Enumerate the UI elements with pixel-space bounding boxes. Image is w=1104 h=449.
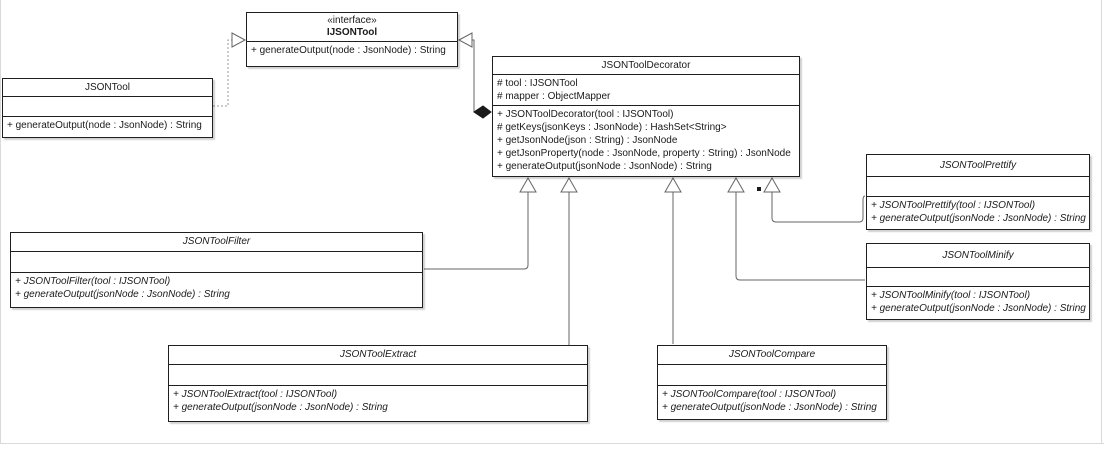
hollow-triangle-icon — [231, 32, 247, 48]
method: + getJsonNode(json : String) : JsonNode — [497, 135, 678, 146]
edge-generalization-filter-decorator[interactable] — [424, 176, 537, 270]
class-name: JSONToolMinify — [942, 249, 1014, 261]
method: + generateOutput(node : JsonNode) : Stri… — [251, 45, 446, 56]
methods-compartment: + JSONToolExtract(tool : IJSONTool) + ge… — [169, 386, 587, 421]
method: + JSONToolMinify(tool : IJSONTool) — [871, 290, 1031, 301]
class-box-decorator[interactable]: JSONToolDecorator # tool : IJSONTool # m… — [492, 56, 800, 177]
attributes-compartment — [3, 97, 212, 117]
methods-compartment: + generateOutput(node : JsonNode) : Stri… — [3, 117, 212, 137]
methods-compartment: + generateOutput(node : JsonNode) : Stri… — [247, 42, 457, 66]
edge-realization-jsontool-ijsontool[interactable] — [213, 32, 247, 107]
method: + generateOutput(node : JsonNode) : Stri… — [7, 120, 202, 131]
class-name: IJSONTool — [326, 27, 378, 38]
edge-composition-decorator-ijsontool[interactable] — [457, 32, 492, 119]
class-name: JSONTool — [84, 81, 130, 93]
attribute: # mapper : ObjectMapper — [497, 91, 611, 102]
edge-generalization-prettify-decorator[interactable] — [757, 176, 866, 223]
hollow-triangle-icon — [727, 176, 745, 193]
class-title: JSONToolMinify — [867, 244, 1089, 268]
method: + JSONToolExtract(tool : IJSONTool) — [173, 389, 338, 400]
method: # getKeys(jsonKeys : JsonNode) : HashSet… — [497, 122, 727, 133]
class-name: JSONToolCompare — [728, 349, 816, 360]
class-title: JSONToolDecorator — [493, 57, 799, 75]
method: + generateOutput(jsonNode : JsonNode) : … — [497, 161, 712, 172]
hollow-triangle-icon — [763, 176, 781, 193]
attributes-compartment — [169, 365, 587, 386]
class-title: JSONToolFilter — [11, 233, 422, 252]
edge-generalization-minify-decorator[interactable] — [727, 176, 865, 281]
stereotype-label: «interface» — [327, 15, 377, 26]
method: + generateOutput(jsonNode : JsonNode) : … — [15, 289, 230, 300]
method: + getJsonProperty(node : JsonNode, prope… — [497, 148, 791, 159]
methods-compartment: + JSONToolDecorator(tool : IJSONTool) # … — [493, 106, 799, 176]
method: + generateOutput(jsonNode : JsonNode) : … — [662, 402, 877, 413]
filled-diamond-icon — [473, 105, 492, 119]
class-box-minify[interactable]: JSONToolMinify + JSONToolMinify(tool : I… — [866, 243, 1090, 320]
class-box-prettify[interactable]: JSONToolPrettify + JSONToolPrettify(tool… — [866, 154, 1090, 230]
class-title: JSONTool — [3, 79, 212, 97]
edge-generalization-compare-decorator[interactable] — [664, 176, 682, 344]
methods-compartment: + JSONToolPrettify(tool : IJSONTool) + g… — [867, 197, 1089, 229]
method: + JSONToolPrettify(tool : IJSONTool) — [871, 200, 1036, 211]
methods-compartment: + JSONToolCompare(tool : IJSONTool) + ge… — [658, 386, 886, 419]
hollow-triangle-icon — [519, 176, 537, 193]
method: + generateOutput(jsonNode : JsonNode) : … — [871, 303, 1086, 314]
attribute: # tool : IJSONTool — [497, 78, 578, 89]
edge-generalization-extract-decorator[interactable] — [560, 176, 578, 345]
class-title: JSONToolCompare — [658, 346, 886, 365]
class-name: JSONToolDecorator — [601, 59, 691, 71]
class-name: JSONToolFilter — [182, 236, 251, 247]
method: + generateOutput(jsonNode : JsonNode) : … — [173, 402, 388, 413]
method: + generateOutput(jsonNode : JsonNode) : … — [871, 213, 1086, 224]
methods-compartment: + JSONToolMinify(tool : IJSONTool) + gen… — [867, 287, 1089, 319]
methods-compartment: + JSONToolFilter(tool : IJSONTool) + gen… — [11, 273, 422, 307]
edge-endpoint-dot — [757, 187, 761, 191]
attributes-compartment — [11, 252, 422, 273]
class-box-extract[interactable]: JSONToolExtract + JSONToolExtract(tool :… — [168, 345, 588, 422]
attributes-compartment: # tool : IJSONTool # mapper : ObjectMapp… — [493, 75, 799, 106]
class-box-compare[interactable]: JSONToolCompare + JSONToolCompare(tool :… — [657, 345, 887, 420]
class-box-filter[interactable]: JSONToolFilter + JSONToolFilter(tool : I… — [10, 232, 423, 308]
method: + JSONToolDecorator(tool : IJSONTool) — [497, 109, 674, 120]
hollow-triangle-icon — [664, 176, 682, 193]
class-name: JSONToolPrettify — [939, 159, 1017, 171]
class-title: «interface» IJSONTool — [247, 13, 457, 42]
hollow-triangle-icon — [457, 32, 473, 48]
method: + JSONToolCompare(tool : IJSONTool) — [662, 389, 837, 400]
attributes-compartment — [867, 177, 1089, 197]
class-title: JSONToolExtract — [169, 346, 587, 365]
class-title: JSONToolPrettify — [867, 155, 1089, 177]
class-name: JSONToolExtract — [339, 349, 417, 360]
class-box-jsontool[interactable]: JSONTool + generateOutput(node : JsonNod… — [2, 78, 213, 138]
method: + JSONToolFilter(tool : IJSONTool) — [15, 276, 171, 287]
class-box-ijsontool[interactable]: «interface» IJSONTool + generateOutput(n… — [246, 12, 458, 67]
attributes-compartment — [658, 365, 886, 386]
hollow-triangle-icon — [560, 176, 578, 193]
attributes-compartment — [867, 268, 1089, 287]
